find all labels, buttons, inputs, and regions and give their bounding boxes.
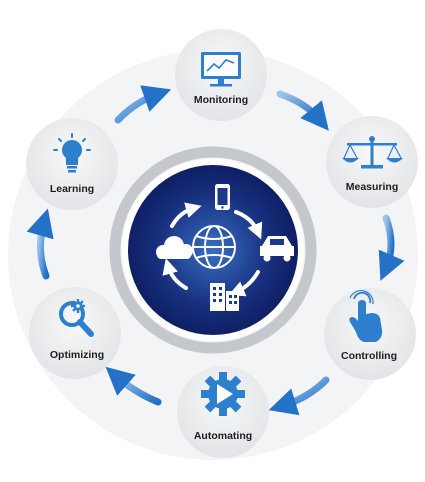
- magnifier-gear-icon: [59, 299, 94, 337]
- node-automating: [177, 366, 269, 458]
- arrow-automating-to-optimizing: [105, 366, 162, 406]
- touch-hand-icon: [349, 290, 383, 342]
- gear-play-icon: [201, 372, 245, 416]
- node-monitoring: [175, 29, 267, 121]
- globe-icon: [192, 225, 236, 269]
- phone-icon: [215, 184, 230, 210]
- buildings-icon: [210, 283, 239, 311]
- label-controlling: Controlling: [341, 350, 397, 362]
- grey-ring: [109, 146, 317, 354]
- cycle-arrows-icon: [162, 202, 263, 297]
- lightbulb-icon: [53, 133, 91, 173]
- cycle-arrows: [26, 85, 405, 416]
- arrow-optimizing-to-learning: [26, 208, 54, 280]
- label-optimizing: Optimizing: [49, 349, 105, 361]
- center-disc: [128, 165, 298, 335]
- cloud-icon: [156, 236, 193, 259]
- node-measuring: [326, 116, 418, 208]
- label-monitoring: Monitoring: [193, 94, 249, 106]
- node-optimizing: [29, 287, 121, 379]
- arrow-measuring-to-controlling: [378, 214, 405, 281]
- arrow-learning-to-monitoring: [114, 85, 172, 124]
- monitor-chart-icon: [201, 52, 241, 87]
- node-controlling: [324, 288, 416, 380]
- arrow-monitoring-to-measuring: [276, 90, 329, 131]
- node-learning: [26, 118, 118, 210]
- arrow-controlling-to-automating: [268, 376, 330, 416]
- balance-scale-icon: [342, 136, 403, 169]
- label-measuring: Measuring: [345, 181, 399, 193]
- label-learning: Learning: [49, 183, 95, 195]
- label-automating: Automating: [193, 430, 253, 442]
- car-icon: [260, 236, 294, 262]
